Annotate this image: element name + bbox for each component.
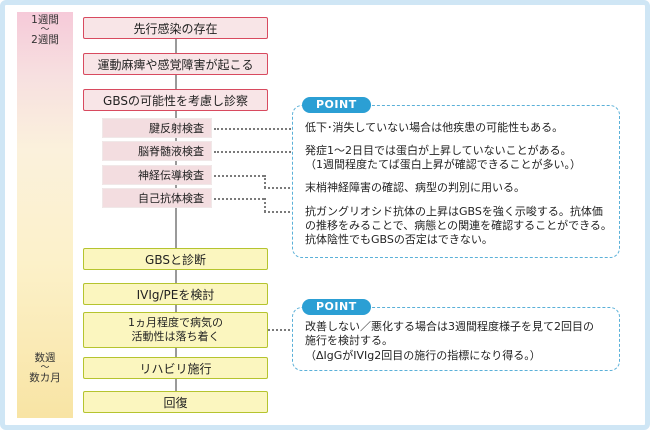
step-prior-infection: 先行感染の存在 xyxy=(83,17,268,39)
timeline-late-label: 数週 〜 数カ月 xyxy=(17,352,73,384)
point-box-2 xyxy=(292,307,620,371)
point1-line4: 末梢神経障害の確認、病型の判別に用いる。 xyxy=(305,181,525,194)
test-bg-3 xyxy=(102,165,212,185)
timeline-late-sep: 〜 xyxy=(40,363,50,373)
connector-nerve-h2 xyxy=(264,187,294,189)
connector-antibody-h1 xyxy=(214,198,264,200)
connector-csf xyxy=(214,151,294,153)
point-tag-1: POINT xyxy=(302,97,371,113)
point1-line2: 発症1〜2日目では蛋白が上昇していないことがある。 xyxy=(305,144,572,157)
step-diagnosis: GBSと診断 xyxy=(83,248,268,270)
point1-line5: 抗ガングリオシド抗体の上昇はGBSを強く示唆する。抗体価 xyxy=(305,205,603,218)
step-paralysis: 運動麻痺や感覚障害が起こる xyxy=(83,53,268,75)
connector-antibody-v xyxy=(264,198,266,212)
timeline-early-label: 1週間 〜 2週間 xyxy=(17,14,73,46)
connector-stabilize xyxy=(268,329,294,331)
point2-line1: 改善しない／悪化する場合は3週間程度様子を見て2回目の xyxy=(305,320,594,333)
test-bg-1 xyxy=(102,118,212,138)
test-nerve-conduction: 神経伝導検査 xyxy=(102,165,212,185)
point2-line3: （ΔIgGがIVIg2回目の施行の指標になり得る。） xyxy=(305,349,541,362)
connector-nerve-v xyxy=(264,175,266,188)
timeline-early-sep: 〜 xyxy=(40,25,50,35)
test-bg-2 xyxy=(102,141,212,161)
test-reflex: 腱反射検査 xyxy=(102,118,212,138)
step-stabilize-line1: 1ヵ月程度で病気の xyxy=(128,316,223,329)
timeline-early-bottom: 2週間 xyxy=(31,34,59,46)
connector-nerve-h1 xyxy=(214,175,264,177)
test-csf: 脳脊髄液検査 xyxy=(102,141,212,161)
timeline-late-bottom: 数カ月 xyxy=(29,372,61,384)
test-bg-4 xyxy=(102,188,212,208)
point2-line2: 施行を検討する。 xyxy=(305,334,393,347)
timeline-late-top: 数週 xyxy=(34,352,56,364)
step-ivig-pe: IVIg/PEを検討 xyxy=(83,283,268,305)
step-stabilize-line2: 活動性は落ち着く xyxy=(131,330,220,343)
point1-line7: 抗体陰性でもGBSの否定はできない。 xyxy=(305,233,493,246)
point-tag-2: POINT xyxy=(302,299,371,315)
point-box-1 xyxy=(292,105,620,258)
connector-reflex xyxy=(214,128,294,130)
test-autoantibody: 自己抗体検査 xyxy=(102,188,212,208)
flow-spine xyxy=(175,30,177,410)
timeline-bar xyxy=(17,12,73,418)
step-recovery: 回復 xyxy=(83,391,268,413)
step-stabilize: 1ヵ月程度で病気の 活動性は落ち着く xyxy=(83,312,268,348)
timeline-early-top: 1週間 xyxy=(31,14,59,26)
point1-line1: 低下･消失していない場合は他疾患の可能性もある。 xyxy=(305,121,564,134)
step-consider-gbs: GBSの可能性を考慮し診察 xyxy=(83,89,268,111)
step-rehab: リハビリ施行 xyxy=(83,357,268,379)
connector-antibody-h2 xyxy=(264,211,294,213)
point1-line3: （1週間程度たてば蛋白上昇が確認できることが多い。） xyxy=(305,158,582,171)
point1-line6: の推移をみることで、病態との関連を確認することができる。 xyxy=(305,219,612,232)
